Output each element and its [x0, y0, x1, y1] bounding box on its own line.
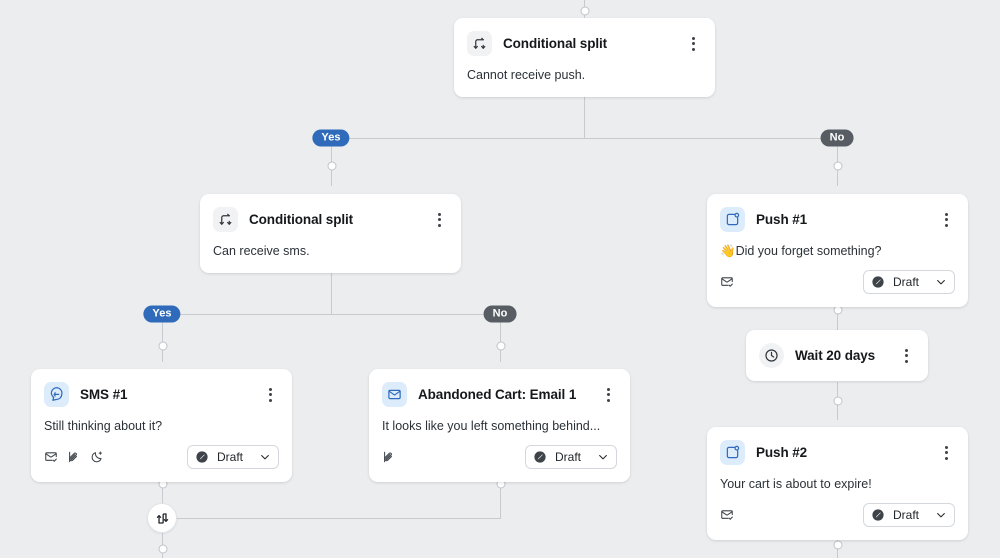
node-menu-button[interactable]: [937, 444, 955, 462]
status-dropdown-push-1[interactable]: Draft: [863, 269, 955, 294]
envelope-check-icon: [720, 275, 734, 289]
wave-emoji: 👋: [720, 244, 736, 258]
chevron-down-icon: [597, 451, 609, 463]
node-abandoned-cart-email-1[interactable]: Abandoned Cart: Email 1 It looks like yo…: [369, 369, 630, 482]
branch-label-yes-split2[interactable]: Yes: [143, 305, 181, 323]
edge-split1-bar: [331, 138, 838, 139]
node-push-1[interactable]: Push #1 👋Did you forget something?: [707, 194, 968, 307]
draft-status-icon: [533, 450, 547, 464]
connector-dot-split2-yes[interactable]: [158, 341, 167, 351]
push-icon: [720, 207, 745, 232]
status-label: Draft: [893, 507, 920, 522]
sms-icon: [44, 382, 69, 407]
connector-dot-root-top[interactable]: [580, 6, 589, 16]
edge-email-merge-across: [162, 518, 501, 519]
split-icon: [213, 207, 238, 232]
node-meta-icons: [720, 275, 734, 289]
chevron-down-icon: [935, 276, 947, 288]
branch-label-yes-split1[interactable]: Yes: [312, 129, 350, 147]
envelope-check-icon: [720, 508, 734, 522]
status-dropdown-push-2[interactable]: Draft: [863, 502, 955, 527]
node-meta-icons: [44, 450, 104, 464]
node-footer: Draft: [369, 435, 630, 482]
node-title: Conditional split: [503, 36, 608, 51]
node-header: Push #1: [707, 194, 968, 232]
chevron-down-icon: [935, 509, 947, 521]
node-menu-button[interactable]: [684, 35, 702, 53]
edge-push2-down: [837, 522, 838, 558]
connector-dot-split2-no[interactable]: [496, 341, 505, 351]
node-header: Wait 20 days: [746, 330, 928, 381]
node-header: Abandoned Cart: Email 1: [369, 369, 630, 407]
node-title: SMS #1: [80, 387, 128, 402]
status-dropdown-email-1[interactable]: Draft: [525, 444, 617, 469]
node-body-text: Cannot receive push.: [467, 68, 586, 82]
node-wait-20-days[interactable]: Wait 20 days: [746, 330, 928, 381]
edge-split2-bar: [162, 314, 500, 315]
branch-label-no-split2[interactable]: No: [483, 305, 517, 323]
node-body-text: Still thinking about it?: [44, 419, 163, 433]
node-menu-button[interactable]: [261, 386, 279, 404]
push-icon: [720, 440, 745, 465]
edge-split2-down: [331, 262, 332, 314]
node-push-2[interactable]: Push #2 Your cart is about to expire!: [707, 427, 968, 540]
node-header: SMS #1: [31, 369, 292, 407]
draft-status-icon: [871, 508, 885, 522]
node-body-text: Can receive sms.: [213, 244, 310, 258]
edge-root-top: [584, 0, 585, 12]
status-label: Draft: [217, 449, 244, 464]
split-icon: [467, 31, 492, 56]
node-footer: Draft: [707, 493, 968, 540]
node-title: Abandoned Cart: Email 1: [418, 387, 577, 402]
edge-email-down: [500, 465, 501, 518]
clock-icon: [759, 343, 784, 368]
node-merge-branches[interactable]: [147, 503, 177, 533]
node-conditional-split-push[interactable]: Conditional split Cannot receive push.: [454, 18, 715, 97]
node-body-text: 👋Did you forget something?: [707, 232, 968, 260]
node-title: Push #1: [756, 212, 808, 227]
node-header: Push #2: [707, 427, 968, 465]
draft-status-icon: [195, 450, 209, 464]
connector-dot-wait-push2[interactable]: [833, 396, 842, 406]
node-header: Conditional split: [454, 18, 715, 56]
node-sms-1[interactable]: SMS #1 Still thinking about it?: [31, 369, 292, 482]
node-spacer: [200, 260, 461, 273]
paperclip-icon: [67, 450, 81, 464]
node-footer: Draft: [707, 260, 968, 307]
node-footer: Draft: [31, 435, 292, 482]
edge-root-down: [584, 86, 585, 139]
node-menu-button[interactable]: [897, 347, 915, 365]
node-body-text: Your cart is about to expire!: [720, 477, 872, 491]
status-label: Draft: [555, 449, 582, 464]
paperclip-icon: [382, 450, 396, 464]
node-header: Conditional split: [200, 194, 461, 232]
status-dropdown-sms-1[interactable]: Draft: [187, 444, 279, 469]
connector-dot-merge-down[interactable]: [158, 544, 167, 554]
node-body-text: It looks like you left something behind.…: [382, 419, 601, 433]
node-title: Wait 20 days: [795, 348, 876, 363]
node-meta-icons: [382, 450, 396, 464]
email-icon: [382, 382, 407, 407]
connector-dot-split1-yes[interactable]: [327, 161, 336, 171]
quiet-hours-icon: [90, 450, 104, 464]
edge-split2-no: [500, 314, 501, 362]
status-label: Draft: [893, 274, 920, 289]
node-title: Conditional split: [249, 212, 354, 227]
edge-split2-yes: [162, 314, 163, 362]
node-meta-icons: [720, 508, 734, 522]
branch-label-no-split1[interactable]: No: [820, 129, 854, 147]
node-menu-button[interactable]: [937, 211, 955, 229]
draft-status-icon: [871, 275, 885, 289]
node-title: Push #2: [756, 445, 808, 460]
merge-icon: [156, 512, 168, 524]
node-menu-button[interactable]: [430, 211, 448, 229]
chevron-down-icon: [259, 451, 271, 463]
node-body-copy: Did you forget something?: [735, 244, 882, 258]
connector-dot-push2-down[interactable]: [833, 540, 842, 550]
node-menu-button[interactable]: [599, 386, 617, 404]
connector-dot-split1-no[interactable]: [833, 161, 842, 171]
node-spacer: [454, 84, 715, 97]
node-conditional-split-sms[interactable]: Conditional split Can receive sms.: [200, 194, 461, 273]
envelope-check-icon: [44, 450, 58, 464]
